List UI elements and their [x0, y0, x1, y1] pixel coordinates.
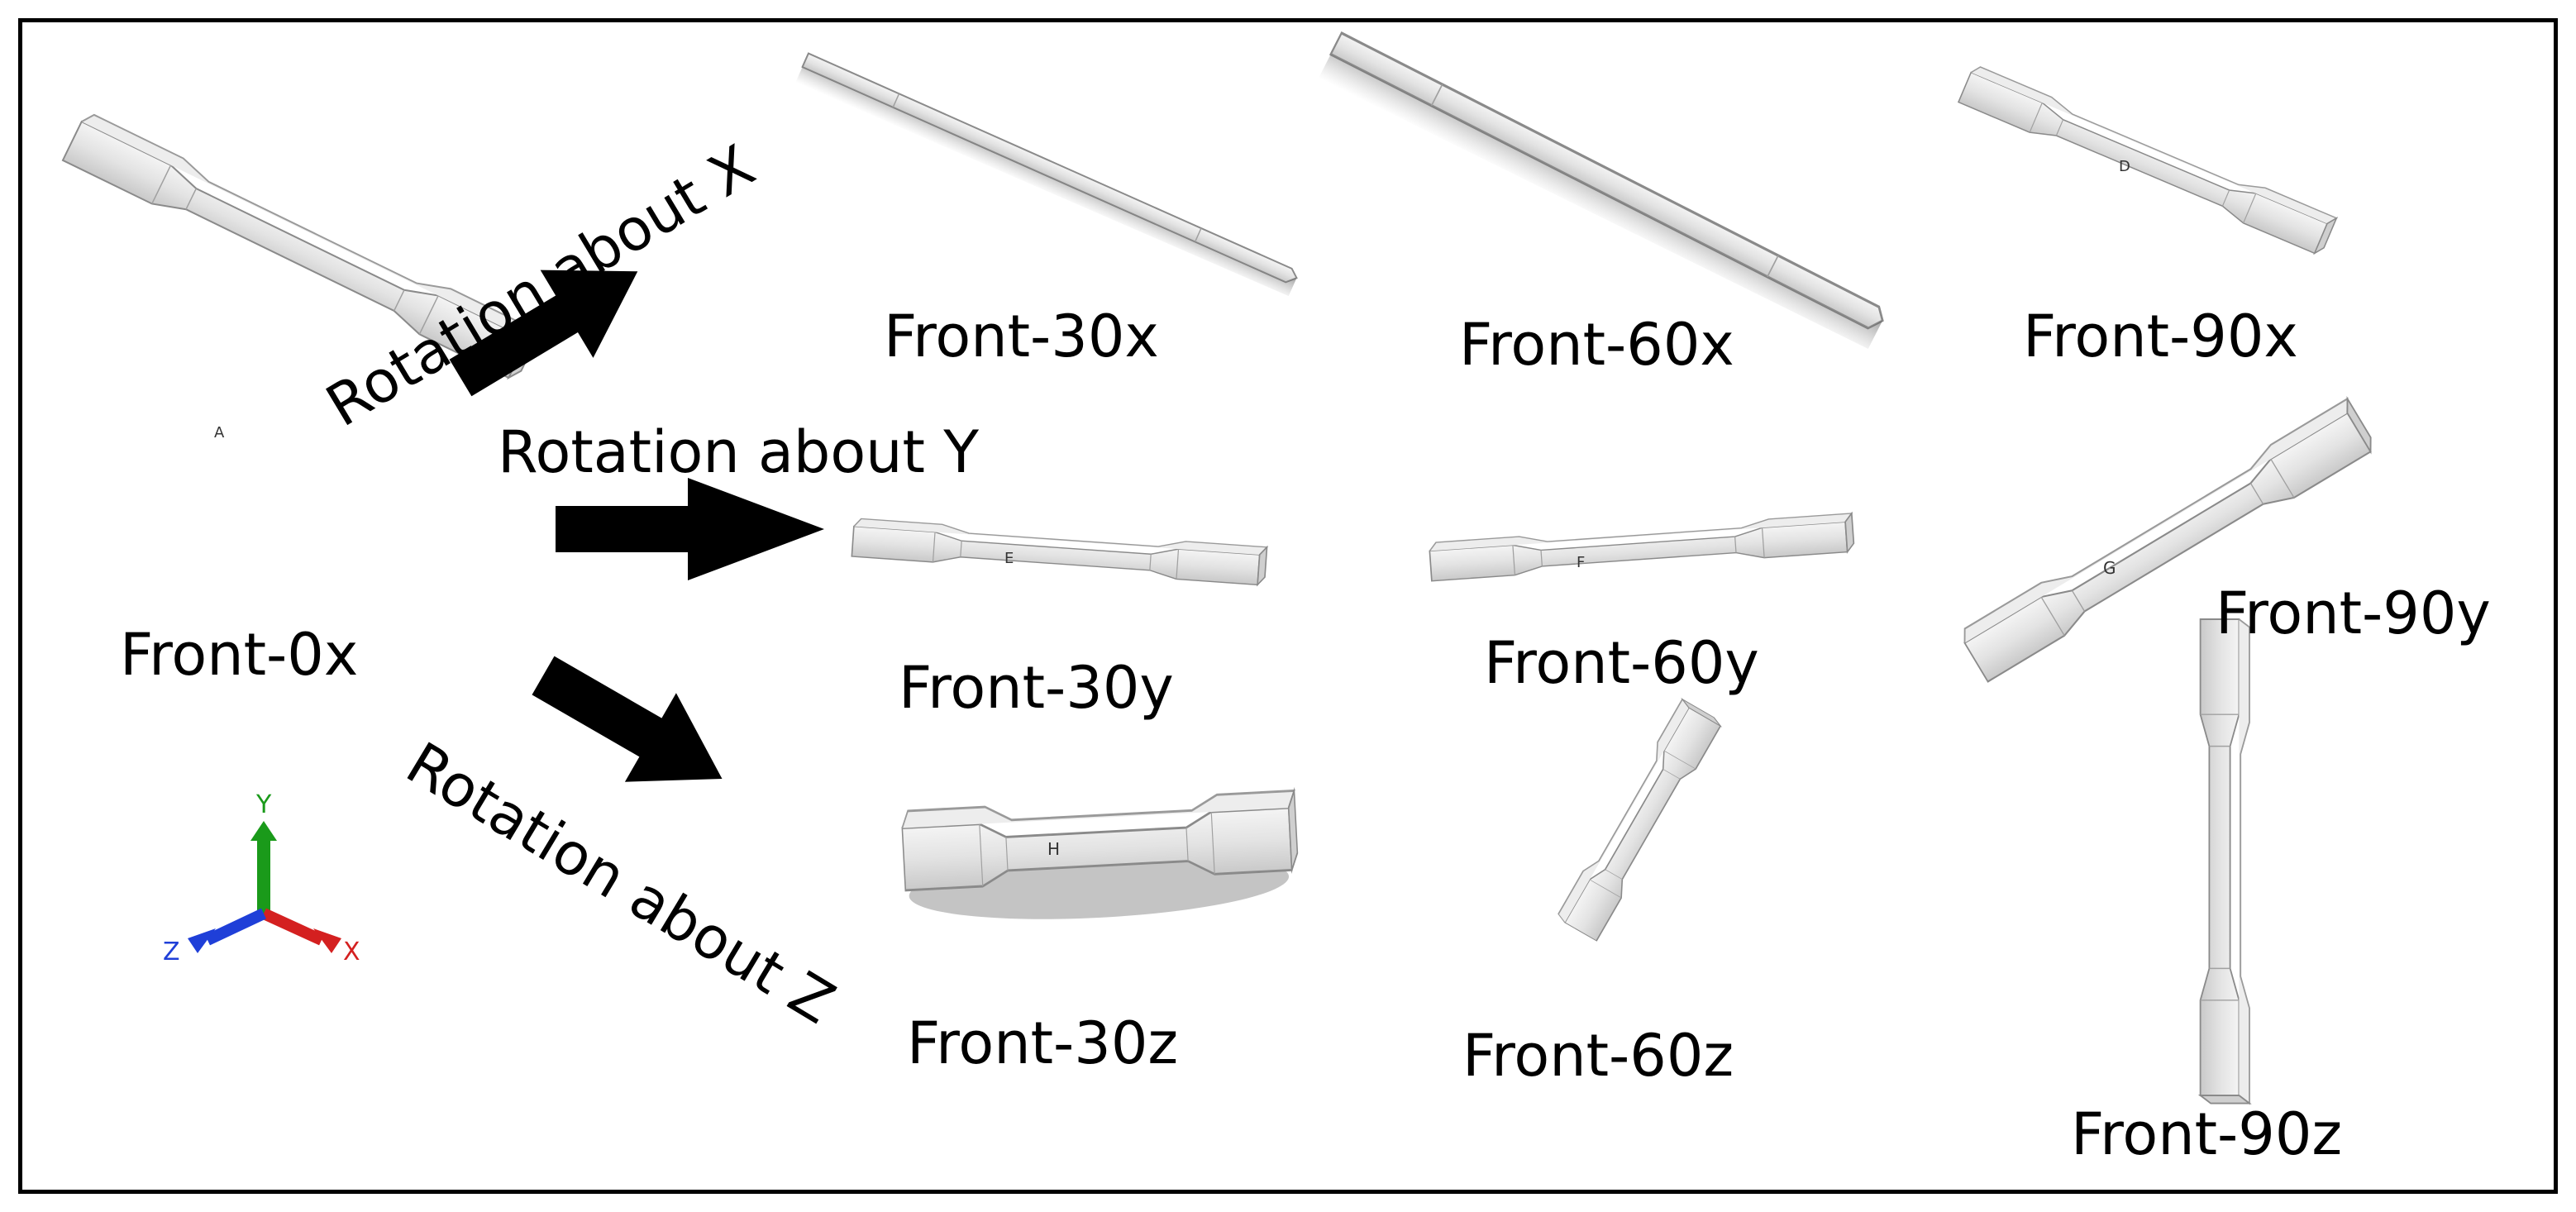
label-front-0x: Front-0x — [120, 621, 359, 689]
label-front-60z: Front-60z — [1462, 1022, 1734, 1090]
specimen-front-30z — [899, 789, 1300, 919]
figure-frame: A D E F G H Y X Z Rotation about X Rotat… — [18, 18, 2558, 1194]
label-front-60y: Front-60y — [1484, 629, 1759, 697]
mark-front-60y: F — [1577, 554, 1586, 571]
coordinate-triad — [188, 821, 341, 953]
label-front-30y: Front-30y — [899, 654, 1174, 722]
specimen-front-60x — [1317, 31, 1889, 358]
specimen-front-30x — [794, 52, 1300, 302]
label-front-90z: Front-90z — [2071, 1100, 2343, 1168]
specimen-front-60z — [1555, 698, 1724, 942]
label-front-30x: Front-30x — [884, 303, 1159, 370]
specimen-front-90z — [2199, 618, 2250, 1105]
label-front-60x: Front-60x — [1459, 311, 1734, 379]
triad-x-label: X — [343, 938, 360, 966]
label-front-90x: Front-90x — [2023, 303, 2298, 370]
rotation-y-arrow — [556, 478, 824, 580]
mark-front-90y: G — [2103, 558, 2116, 578]
mark-front-90x: D — [2119, 158, 2130, 175]
triad-y-label: Y — [256, 790, 272, 819]
mark-front-30z: H — [1047, 839, 1061, 859]
figure-graphics — [61, 31, 2378, 1105]
triad-z-label: Z — [163, 938, 180, 966]
specimen-front-90x — [1958, 64, 2338, 257]
specimen-front-30y — [851, 518, 1268, 586]
rotation-z-arrow — [532, 656, 723, 782]
label-front-30z: Front-30z — [907, 1009, 1179, 1077]
rotation-x-arrow — [449, 270, 638, 397]
specimen-front-60y — [1428, 513, 1855, 582]
rotation-y-label: Rotation about Y — [498, 418, 979, 486]
label-front-90y: Front-90y — [2216, 580, 2491, 647]
mark-front-30y: E — [1004, 550, 1014, 567]
mark-front-0x: A — [214, 424, 225, 441]
